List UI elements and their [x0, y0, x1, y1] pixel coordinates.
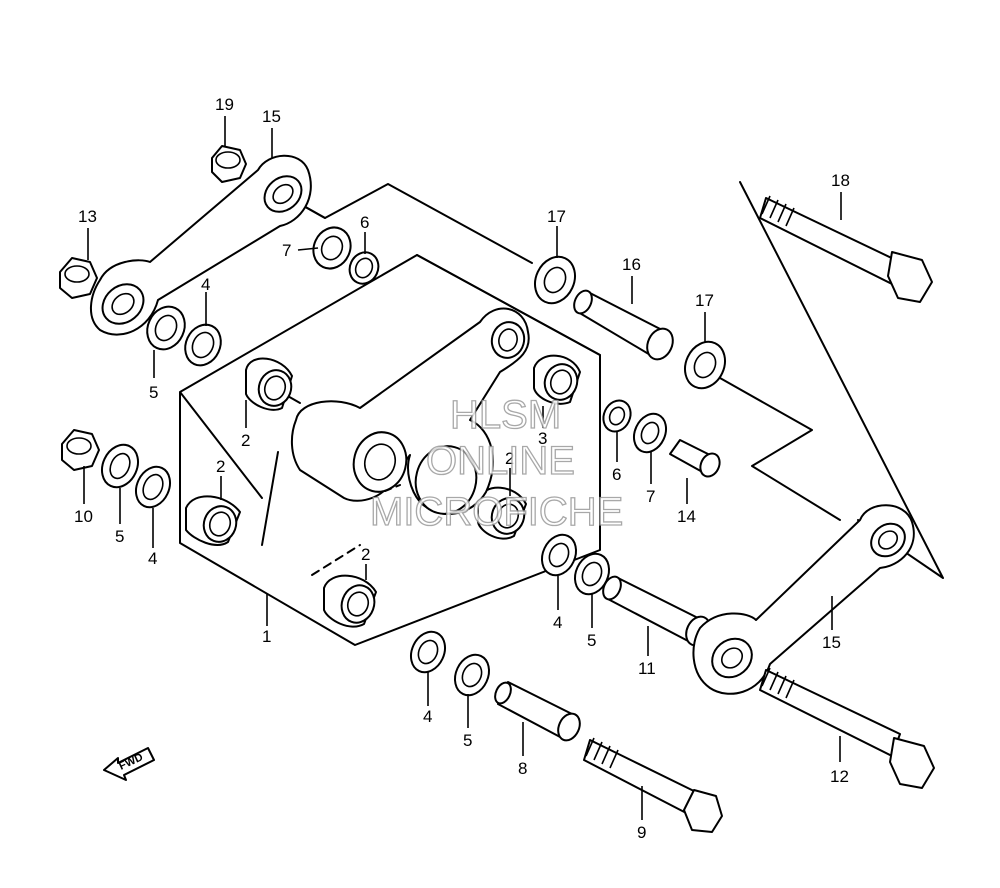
watermark: HLSM ONLINE MICROFICHE — [369, 392, 624, 534]
callout-5: 5 — [587, 631, 596, 650]
spacer-8 — [494, 681, 581, 742]
callout-6: 6 — [612, 465, 621, 484]
callout-4: 4 — [553, 613, 562, 632]
callout-5: 5 — [149, 383, 158, 402]
callout-2: 2 — [361, 545, 370, 564]
callout-15: 15 — [262, 107, 281, 126]
callout-11: 11 — [638, 659, 656, 678]
callout-4: 4 — [423, 707, 432, 726]
callout-19: 19 — [215, 95, 234, 114]
bolt-12 — [759, 667, 935, 789]
group-outline-lines — [179, 181, 944, 646]
watermark-line-3: MICROFICHE — [370, 490, 623, 534]
callout-14: 14 — [677, 507, 696, 526]
callout-16: 16 — [622, 255, 641, 274]
nut-10 — [61, 429, 100, 471]
forward-arrow-icon: FWD — [103, 747, 155, 781]
cushion-lever-1 — [290, 307, 530, 516]
callout-2: 2 — [505, 449, 514, 468]
watermark-line-1: HLSM — [450, 393, 561, 437]
callout-17: 17 — [695, 291, 714, 310]
callout-3: 3 — [538, 429, 547, 448]
callout-12: 12 — [830, 767, 849, 786]
leader-lines — [83, 116, 842, 820]
callout-5: 5 — [463, 731, 472, 750]
callout-13: 13 — [78, 207, 97, 226]
callout-9: 9 — [637, 823, 646, 842]
bolt-9 — [583, 737, 723, 833]
callout-4: 4 — [148, 549, 157, 568]
nut-13 — [59, 257, 98, 299]
callout-10: 10 — [74, 507, 93, 526]
callout-8: 8 — [518, 759, 527, 778]
callout-15: 15 — [822, 633, 841, 652]
callout-2: 2 — [241, 431, 250, 450]
bearings — [185, 354, 581, 628]
callout-4: 4 — [201, 275, 210, 294]
bolt-18 — [759, 195, 933, 303]
callout-7: 7 — [282, 241, 291, 260]
spacer-16 — [573, 289, 674, 361]
callout-labels: 19 15 13 7 6 17 18 16 17 4 5 2 3 6 7 2 1… — [74, 95, 850, 842]
link-rod-15-lower — [692, 504, 915, 695]
callout-6: 6 — [360, 213, 369, 232]
spacer-14 — [669, 439, 721, 478]
callout-7: 7 — [646, 487, 655, 506]
callout-1: 1 — [262, 627, 271, 646]
callout-18: 18 — [831, 171, 850, 190]
washers — [101, 226, 726, 697]
callout-17: 17 — [547, 207, 566, 226]
nut-19 — [211, 145, 247, 183]
callout-5: 5 — [115, 527, 124, 546]
watermark-line-2: ONLINE — [426, 439, 575, 483]
callout-2: 2 — [216, 457, 225, 476]
link-rod-15-upper — [90, 154, 312, 336]
